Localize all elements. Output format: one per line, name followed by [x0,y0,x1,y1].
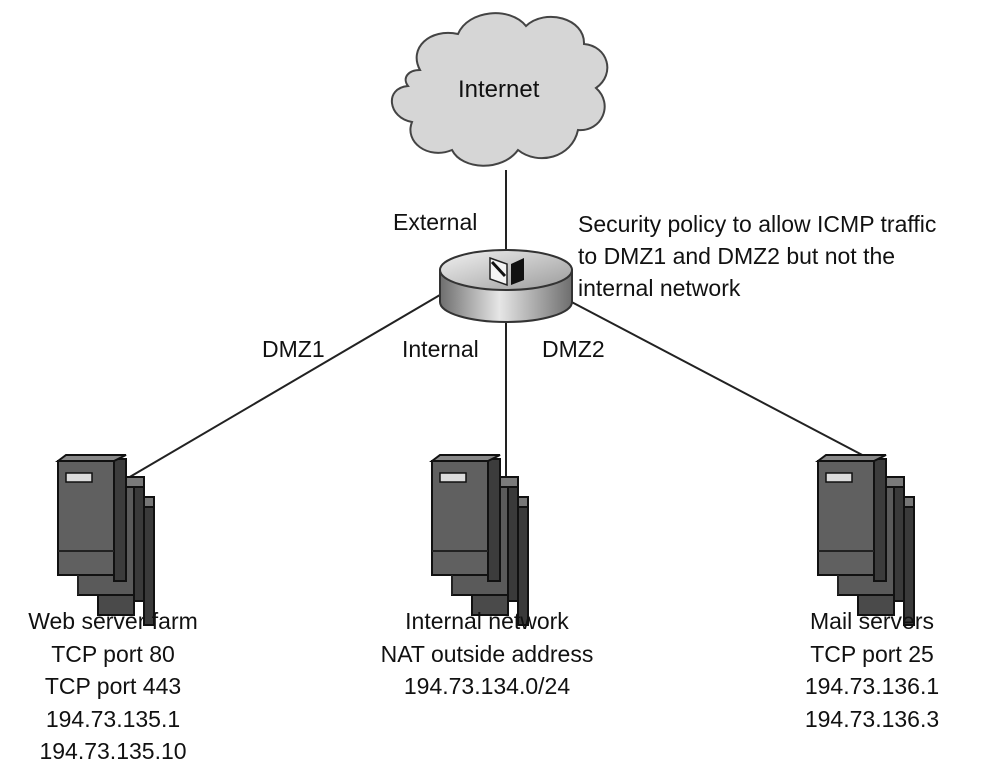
links [127,170,869,479]
policy-line: to DMZ1 and DMZ2 but not the [578,243,896,269]
internal-interface-label: Internal [402,336,479,362]
internal-network-server-icon [431,454,529,626]
policy-line: Security policy to allow ICMP traffic [578,211,937,237]
link-router-dmz1 [127,291,446,479]
security-policy-note: Security policy to allow ICMP traffic to… [578,208,936,304]
internal-network-caption: Internal network NAT outside address 194… [356,605,618,703]
cloud-label: Internet [458,76,540,103]
mail-servers-caption: Mail servers TCP port 25 194.73.136.1 19… [776,605,968,735]
caption-line: 194.73.135.1 [45,705,181,732]
caption-line: TCP port 80 [51,640,175,667]
policy-line: internal network [578,275,741,301]
caption-line: 194.73.136.3 [804,705,940,732]
web-server-farm-caption: Web server farm TCP port 80 TCP port 443… [0,605,226,768]
dmz2-interface-label: DMZ2 [542,336,605,362]
internet-cloud-icon [390,12,609,167]
caption-line: TCP port 25 [810,640,934,667]
link-router-dmz2 [563,297,869,459]
caption-line: TCP port 443 [44,673,182,699]
external-interface-label: External [393,209,478,235]
caption-line: Web server farm [28,608,198,634]
caption-line: Mail servers [810,608,934,634]
caption-line: 194.73.135.10 [39,738,187,764]
caption-line: 194.73.136.1 [804,673,940,699]
router-icon [439,249,573,323]
caption-line: 194.73.134.0/24 [403,673,571,699]
caption-line: Internal network [405,608,569,634]
mail-servers-icon [817,454,915,626]
dmz1-interface-label: DMZ1 [262,336,325,362]
web-server-farm-icon [57,454,155,626]
caption-line: NAT outside address [380,640,594,667]
